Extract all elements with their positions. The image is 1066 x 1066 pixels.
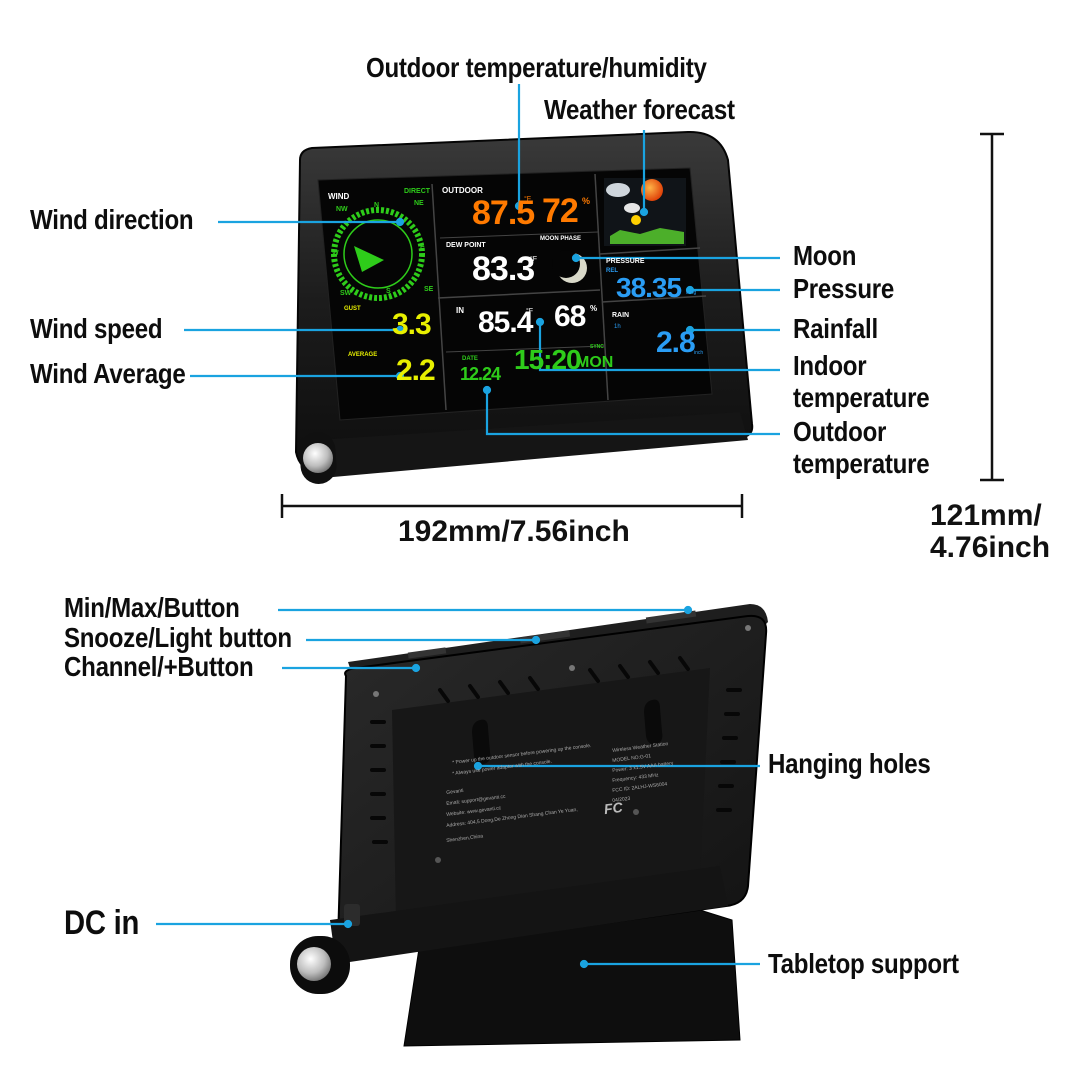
height-dimension-label-2: 4.76inch [930,531,1051,564]
lcd-compass-ne: NE [414,200,424,207]
back-device [290,604,768,1047]
lcd-compass-n: N [374,202,380,209]
lcd-direct-label: DIRECT [404,188,431,195]
lcd-compass-e: E [420,246,425,253]
label-wind-speed: Wind speed [30,313,163,344]
lcd-outdoor-label: OUTDOOR [442,186,483,195]
label-pressure: Pressure [793,273,895,304]
lcd-pressure-unit: inHg [686,290,697,296]
label-wind-direction: Wind direction [30,204,194,235]
lcd-date-label: DATE [462,356,478,362]
lcd-rain-period: 1h [614,324,621,330]
hanging-hole-left [472,719,491,765]
lcd-wind-speed-value: 3.3 [392,308,432,341]
lcd-in-label: IN [456,306,464,315]
lcd-wind-label: WIND [328,192,350,201]
height-dimension-label-1: 121mm/ [930,499,1042,532]
lcd-compass-sw: SW [340,290,352,297]
lcd-indoor-temp: 85.4 [478,306,533,339]
lcd-compass-w: W [332,250,339,257]
lcd-moon-phase-label: MOON PHASE [540,236,582,242]
dimension-lines [280,132,1004,518]
label-moon: Moon [793,240,857,271]
lcd-average-label: AVERAGE [348,352,378,358]
label-weather-forecast: Weather forecast [544,94,735,125]
vent-slots [370,656,742,844]
width-dimension-label: 192mm/7.56inch [398,515,630,548]
lcd-wind-average-value: 2.2 [396,354,436,387]
lcd-time-value: 15:20 [514,344,582,375]
wind-compass [331,207,425,301]
label-tabletop-support: Tabletop support [768,948,959,979]
lcd-outdoor-temp-unit: °F [524,196,532,203]
label-hanging-holes: Hanging holes [768,748,931,779]
label-outdoor-temperature-1: Outdoor [793,416,887,447]
front-device [294,130,754,484]
lcd-outdoor-humidity: 72 [542,192,579,230]
hinge-knob-front [303,443,333,473]
label-channel-button: Channel/+Button [64,651,254,682]
lcd-dew-point-unit: °F [530,256,538,263]
hinge-knob-back [297,947,331,981]
label-indoor-temperature-2: temperature [793,382,930,413]
lcd-panels [431,173,707,411]
callout-lines [156,84,780,969]
label-snooze-light-button: Snooze/Light button [64,622,292,653]
lcd-pressure-value: 38.35 [616,272,682,303]
lcd-outdoor-humidity-unit: % [582,196,591,206]
lcd-rain-value: 2.8 [656,326,696,359]
lcd-dew-point-label: DEW POINT [446,242,486,249]
label-dc-in: DC in [64,904,140,942]
lcd-sync-label: SYNC [590,344,604,350]
lcd-outdoor-temp: 87.5 [472,194,535,232]
lcd-rain-label: RAIN [612,312,630,319]
lcd-rain-unit: inch [694,350,704,356]
lcd-compass-se: SE [424,286,434,293]
lcd-compass-nw: NW [336,206,348,213]
label-indoor-temperature-1: Indoor [793,350,867,381]
lcd-indoor-temp-unit: °F [526,308,534,315]
lcd-compass-s: S [386,288,391,295]
lcd-indoor-humidity-unit: % [590,304,598,313]
label-rainfall: Rainfall [793,313,878,344]
wind-arrow-icon [354,246,384,272]
lcd-indoor-humidity: 68 [554,300,586,333]
fc-mark: FC [603,798,624,818]
label-wind-average: Wind Average [30,358,186,389]
label-outdoor-temperature-2: temperature [793,448,930,479]
lcd-rel-label: REL [606,268,618,274]
label-min-max-button: Min/Max/Button [64,592,240,623]
hanging-hole-right [644,699,663,745]
lcd-gust-label: GUST [344,306,361,312]
lcd-day-value: MON [576,354,614,371]
lcd-dew-point-value: 83.3 [472,250,535,288]
lcd-date-value: 12.24 [460,364,501,384]
lcd-pressure-label: PRESSURE [606,258,645,265]
label-outdoor-temp-humidity: Outdoor temperature/humidity [366,52,707,83]
